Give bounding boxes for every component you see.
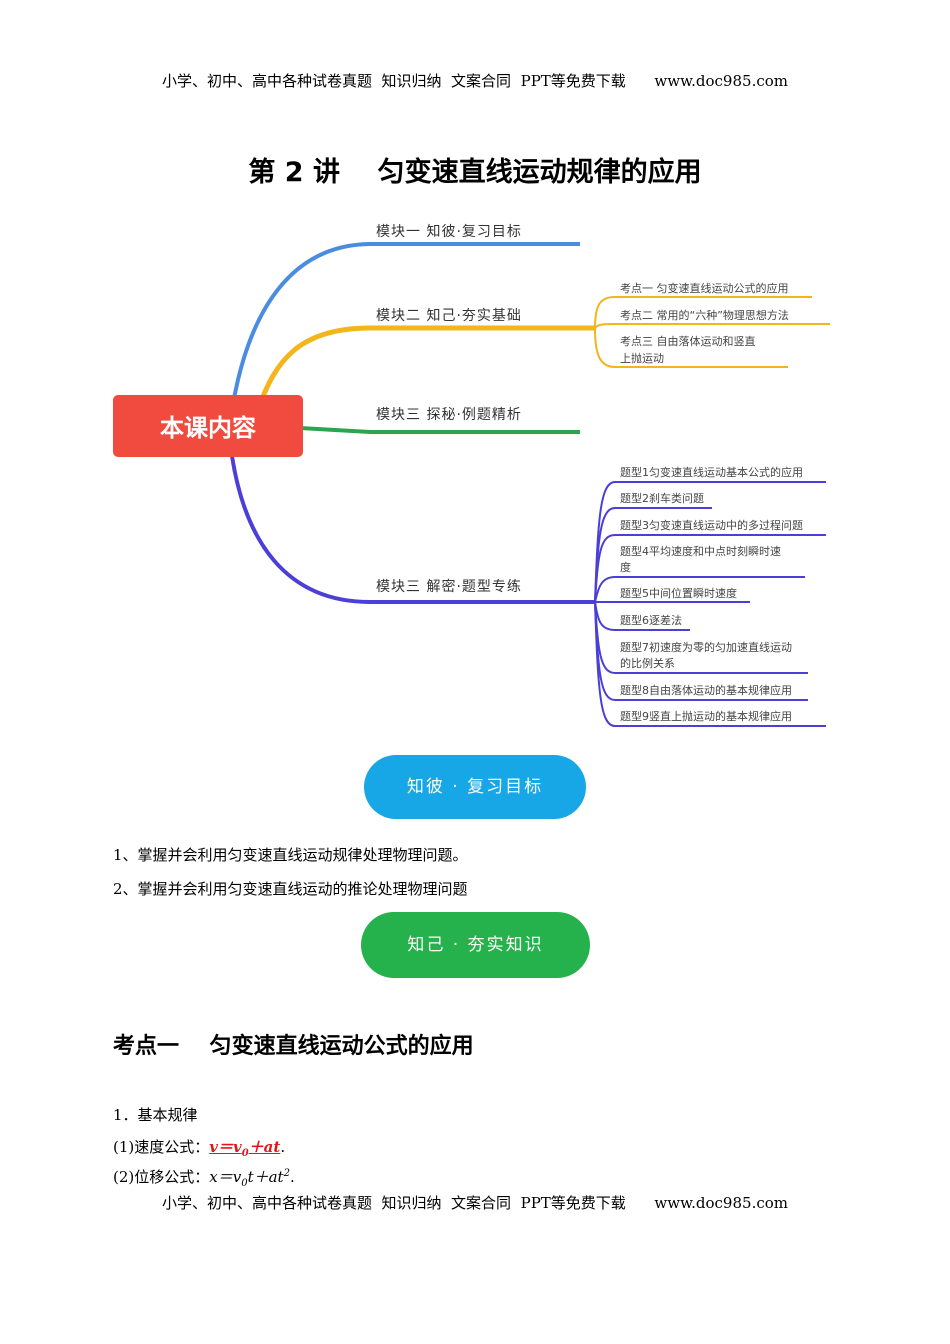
branch-4-item: 题型9竖直上抛运动的基本规律应用 xyxy=(620,709,792,723)
branch-4-item: 题型7初速度为零的匀加速直线运动 xyxy=(620,640,792,654)
goal-item: 2、掌握并会利用匀变速直线运动的推论处理物理问题 xyxy=(113,880,468,898)
review-goals-banner: 知彼 · 复习目标 xyxy=(364,755,586,819)
branch-2-connectors xyxy=(594,296,830,368)
velocity-label: (1)速度公式： xyxy=(113,1138,210,1156)
center-node-label: 本课内容 xyxy=(160,414,256,442)
center-node xyxy=(113,395,303,457)
branch-2-item-cont: 上抛运动 xyxy=(620,351,664,365)
displacement-formula-line: (2)位移公式：x＝v0t＋at2. xyxy=(113,1166,295,1189)
branch-4-item: 题型5中间位置瞬时速度 xyxy=(620,586,737,600)
branch-3-line xyxy=(299,426,580,434)
displacement-formula: x＝v0t＋at2 xyxy=(209,1168,290,1189)
branch-2-item: 考点二 常用的“六种”物理思想方法 xyxy=(620,308,789,322)
page-title: 第 2 讲 匀变速直线运动规律的应用 xyxy=(248,157,702,188)
velocity-formula-line: (1)速度公式：v＝v0＋at. xyxy=(113,1136,285,1159)
branch-2-item: 考点三 自由落体运动和竖直 xyxy=(620,334,756,348)
branch-4-item: 题型4平均速度和中点时刻瞬时速 xyxy=(620,544,781,558)
branch-3-label: 模块三 探秘·例题精析 xyxy=(376,407,522,423)
branch-4-item: 题型6逐差法 xyxy=(620,613,682,627)
branch-1-line xyxy=(230,242,580,411)
branch-4-item-cont: 度 xyxy=(620,560,631,574)
page-header: 小学、初中、高中各种试卷真题 知识归纳 文案合同 PPT等免费下载 www.do… xyxy=(161,72,788,90)
branch-2-item: 考点一 匀变速直线运动公式的应用 xyxy=(620,281,789,295)
branch-1-label: 模块一 知彼·复习目标 xyxy=(376,223,522,240)
mind-map: 本课内容 模块一 知彼·复习目标 模块二 知己·夯实基础 模块三 探秘·例题精析… xyxy=(113,223,830,727)
branch-2-label: 模块二 知己·夯实基础 xyxy=(376,307,522,324)
branch-4-connectors xyxy=(594,481,826,727)
page-footer: 小学、初中、高中各种试卷真题 知识归纳 文案合同 PPT等免费下载 www.do… xyxy=(161,1194,788,1212)
section-heading: 考点一 匀变速直线运动公式的应用 xyxy=(113,1034,474,1059)
velocity-suffix: . xyxy=(280,1138,286,1156)
branch-4-item: 题型8自由落体运动的基本规律应用 xyxy=(620,683,792,697)
branch-4-item: 题型1匀变速直线运动基本公式的应用 xyxy=(620,465,803,479)
branch-2-line xyxy=(255,325,595,411)
velocity-formula: v＝v0＋at xyxy=(209,1138,281,1159)
branch-4-line xyxy=(230,455,595,604)
basics-banner: 知己 · 夯实知识 xyxy=(361,912,590,978)
branch-4-label: 模块三 解密·题型专练 xyxy=(376,578,522,595)
displacement-label: (2)位移公式： xyxy=(113,1168,210,1186)
goal-item: 1、掌握并会利用匀变速直线运动规律处理物理问题。 xyxy=(113,846,468,864)
branch-4-item: 题型3匀变速直线运动中的多过程问题 xyxy=(620,518,803,532)
branch-4-item: 题型2刹车类问题 xyxy=(620,491,704,505)
branch-4-item-cont: 的比例关系 xyxy=(620,656,675,670)
basic-law-heading: 1．基本规律 xyxy=(113,1106,198,1124)
displacement-suffix: . xyxy=(289,1168,295,1186)
